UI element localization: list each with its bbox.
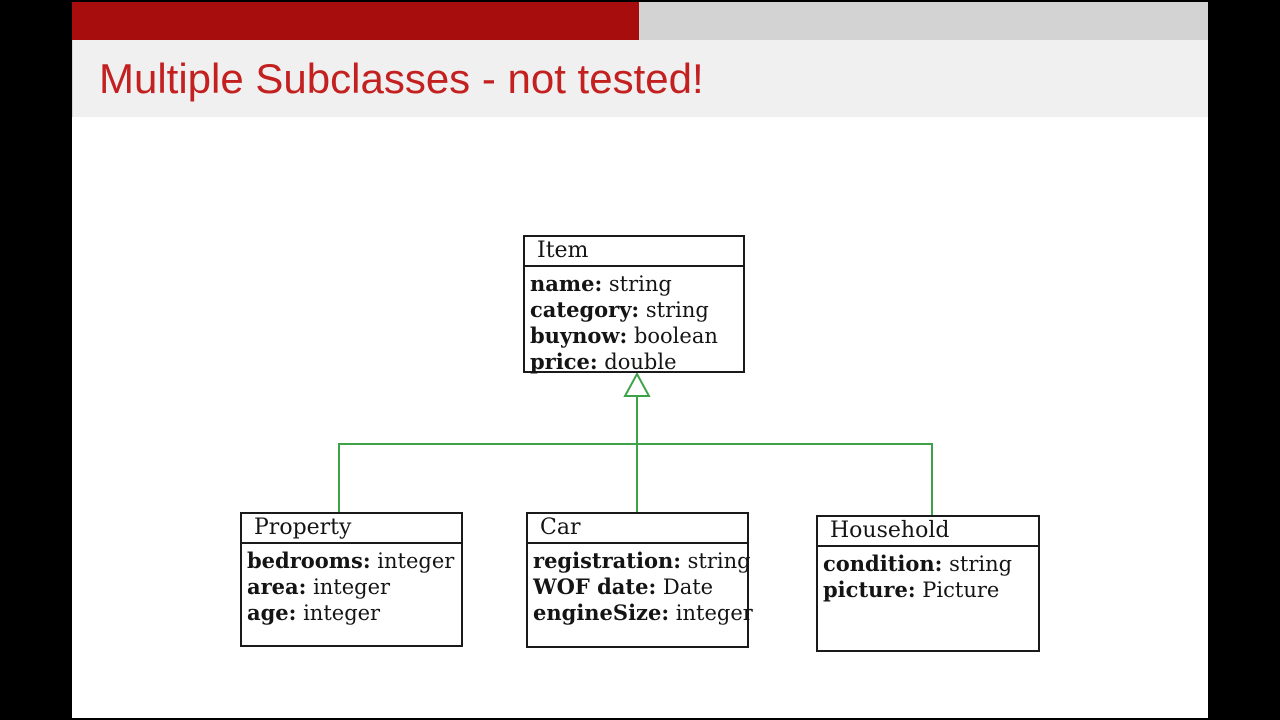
attribute-row: area: integer [247,574,391,599]
class-name: Household [818,517,1038,547]
slide: Multiple Subclasses - not tested! Item n… [72,2,1208,718]
generalization-line-car [636,396,638,512]
title-band: Multiple Subclasses - not tested! [72,40,1208,117]
attribute-row: condition: string [823,551,1013,576]
generalization-arrow-icon [623,372,651,397]
attribute-row: category: string [530,297,709,322]
attribute-row: price: double [530,349,677,374]
generalization-line-property [338,443,340,512]
attribute-row: engineSize: integer [533,600,753,625]
accent-bar-gray [639,2,1208,40]
attribute-row: WOF date: Date [533,574,714,599]
generalization-line-household [931,443,933,515]
attribute-row: bedrooms: integer [247,548,455,573]
class-name: Property [242,514,461,544]
attribute-row: picture: Picture [823,577,1000,602]
accent-bar-red [72,2,639,40]
attribute-row: registration: string [533,548,751,573]
class-name: Car [528,514,747,544]
class-name: Item [525,237,743,267]
attribute-row: buynow: boolean [530,323,718,348]
slide-title: Multiple Subclasses - not tested! [99,54,704,102]
attribute-row: name: string [530,271,672,296]
attribute-row: age: integer [247,600,381,625]
